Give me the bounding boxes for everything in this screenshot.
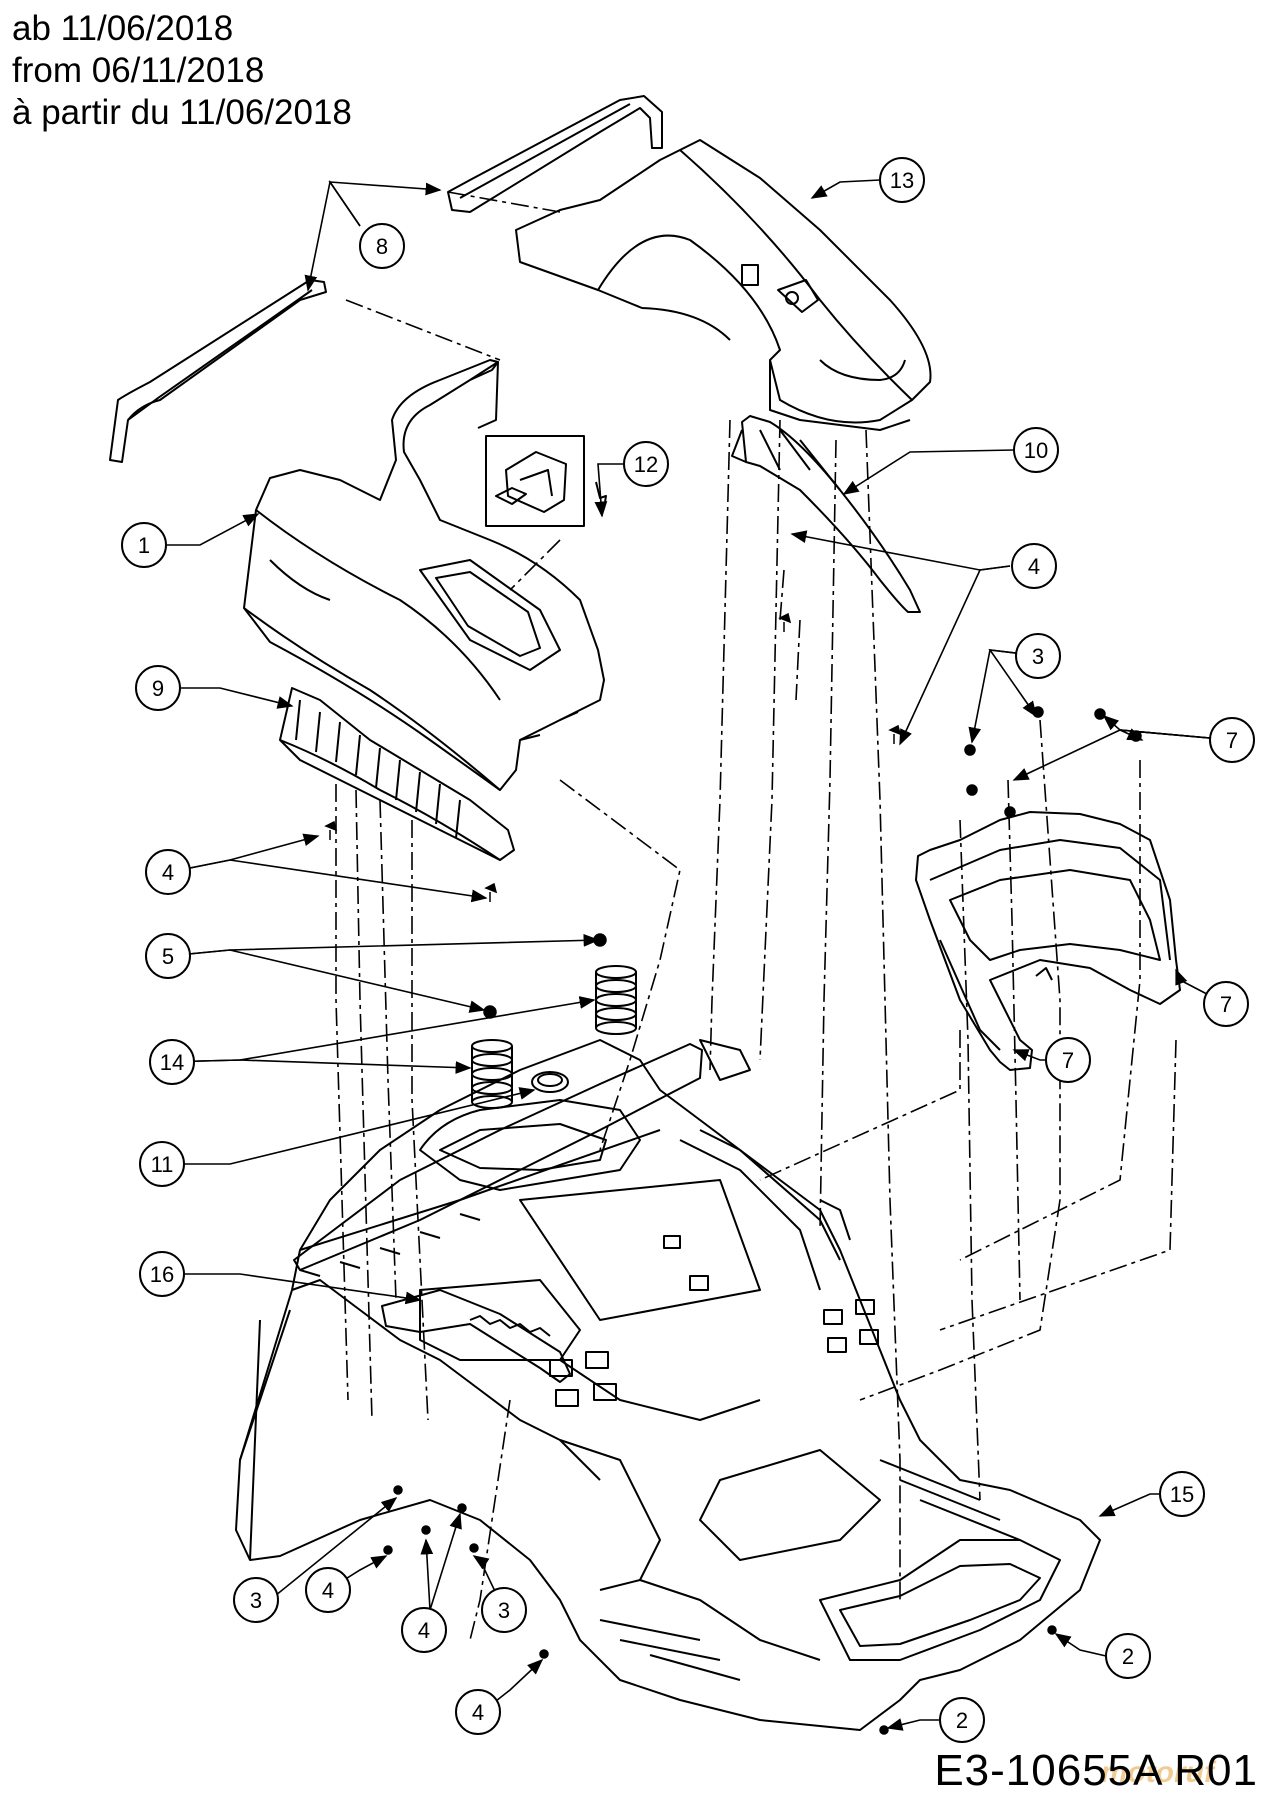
screw-4 (484, 882, 498, 902)
svg-text:4: 4 (1028, 554, 1040, 579)
screw-4 (457, 1503, 467, 1513)
callout-14: 14 (149, 1039, 195, 1085)
callout-9: 9 (135, 665, 181, 711)
svg-text:16: 16 (150, 1262, 174, 1287)
svg-text:7: 7 (1220, 992, 1232, 1017)
svg-text:2: 2 (956, 1708, 968, 1733)
svg-text:5: 5 (162, 944, 174, 969)
callout-12: 12 (623, 441, 669, 487)
watermark-logo: motoruf (1100, 1756, 1214, 1789)
callout-5: 5 (145, 933, 191, 979)
hood-1 (243, 359, 605, 791)
screw-3 (393, 1485, 403, 1495)
svg-text:4: 4 (472, 1700, 484, 1725)
screw-4 (324, 820, 338, 840)
side-bracket-10 (731, 415, 921, 613)
svg-text:7: 7 (1226, 728, 1238, 753)
svg-text:10: 10 (1024, 438, 1048, 463)
spring-14-left (471, 1039, 513, 1109)
screw-4 (778, 612, 792, 632)
callout-11: 11 (139, 1141, 185, 1187)
document-code: E3-10655A R01 (934, 1746, 1258, 1795)
screw-3 (469, 1543, 479, 1553)
svg-text:3: 3 (498, 1598, 510, 1623)
knob-inset-12 (485, 435, 607, 527)
callout-4: 4 (305, 1567, 351, 1613)
callout-7: 7 (1209, 717, 1255, 763)
screw-3 (964, 744, 976, 756)
plate-16 (381, 1289, 571, 1383)
screw-2 (879, 1725, 889, 1735)
svg-text:11: 11 (151, 1152, 174, 1177)
date-english: from 06/11/2018 (12, 51, 265, 90)
svg-text:7: 7 (1062, 1048, 1074, 1073)
svg-text:4: 4 (162, 860, 174, 885)
callout-15: 15 (1159, 1471, 1205, 1517)
screw-7 (1004, 806, 1016, 818)
callout-3: 3 (1015, 633, 1061, 679)
callout-3: 3 (481, 1587, 527, 1633)
date-french: à partir du 11/06/2018 (12, 93, 352, 132)
trim-strip-left (109, 279, 327, 463)
svg-text:8: 8 (376, 234, 388, 259)
svg-text:3: 3 (1032, 644, 1044, 669)
svg-text:4: 4 (418, 1618, 430, 1643)
callout-layer: 13 8 12 10 1 4 3 7 9 4 5 14 11 7 7 16 15… (121, 157, 1255, 1743)
front-plate (293, 1043, 703, 1277)
body-15 (235, 1039, 1101, 1731)
screw-2 (1047, 1625, 1057, 1635)
callout-7: 7 (1203, 981, 1249, 1027)
svg-text:13: 13 (890, 168, 914, 193)
svg-text:14: 14 (160, 1050, 184, 1075)
svg-text:3: 3 (250, 1588, 262, 1613)
screw-4 (539, 1649, 549, 1659)
callout-16: 16 (139, 1251, 185, 1297)
callout-4: 4 (145, 849, 191, 895)
callout-1: 1 (121, 522, 167, 568)
date-header: ab 11/06/2018 from 06/11/2018 à partir d… (12, 8, 352, 134)
svg-text:15: 15 (1170, 1482, 1194, 1507)
screw-3 (1032, 706, 1044, 718)
callout-4: 4 (401, 1607, 447, 1653)
callout-8: 8 (359, 223, 405, 269)
callout-4: 4 (1011, 543, 1057, 589)
callout-13: 13 (879, 157, 925, 203)
svg-text:12: 12 (634, 452, 658, 477)
screw-7 (966, 784, 978, 796)
cap-11 (531, 1071, 569, 1093)
callout-2: 2 (939, 1697, 985, 1743)
callout-2: 2 (1105, 1633, 1151, 1679)
callout-7: 7 (1045, 1037, 1091, 1083)
callout-3: 3 (233, 1577, 279, 1623)
callout-4: 4 (455, 1689, 501, 1735)
callout-10: 10 (1013, 427, 1059, 473)
svg-text:1: 1 (138, 533, 150, 558)
svg-text:4: 4 (322, 1578, 334, 1603)
screw-4 (421, 1525, 431, 1535)
trim-strip-top (447, 95, 663, 213)
screw-4 (383, 1545, 393, 1555)
svg-text:2: 2 (1122, 1644, 1134, 1669)
screw-4 (888, 724, 902, 744)
svg-text:9: 9 (152, 676, 164, 701)
fender-top-13 (515, 139, 932, 431)
screw-7 (1094, 708, 1106, 720)
spring-14-right (595, 965, 637, 1035)
date-german: ab 11/06/2018 (12, 9, 234, 48)
